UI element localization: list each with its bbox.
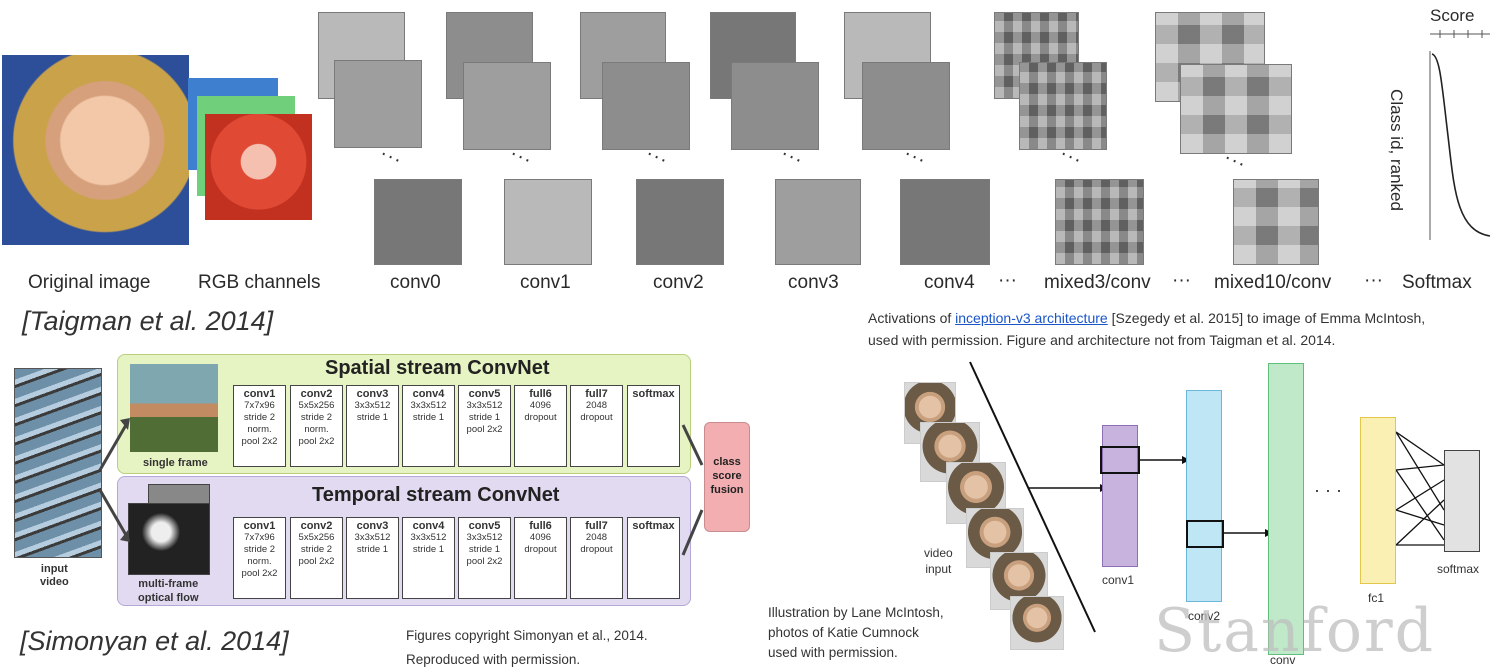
input-video-stack [14,368,102,558]
temporal-layer-softmax: softmax [627,517,680,599]
conv3-map-front [731,62,819,150]
softmax-block [1444,450,1480,552]
label-rgb-channels: RGB channels [198,272,321,293]
conv1-map-bottom [504,179,592,265]
single-frame-label: single frame [143,457,208,469]
video-frame-6 [1010,596,1064,650]
citation-taigman: [Taigman et al. 2014] [22,306,274,336]
mixed3-map-bottom [1055,179,1144,265]
conv4-map-bottom [900,179,990,265]
conv2-label: conv2 [1188,609,1221,623]
mixed10-map-front [1180,64,1292,154]
fc1-block [1360,417,1396,584]
single-frame-image [130,364,218,452]
caption-post: [Szegedy et al. 2015] to image of Emma M… [1107,310,1426,326]
label-sep-2: ··· [1172,270,1191,291]
conv0-map-front [334,60,422,148]
label-sep-3: ··· [1364,270,1383,291]
spatial-layer-softmax: softmax [627,385,680,467]
label-conv2: conv2 [653,272,704,293]
fc1-label: fc1 [1368,591,1385,605]
spatial-stream-title: Spatial stream ConvNet [325,357,550,379]
caption-pre: Activations of [868,310,956,326]
copyright-note: Figures copyright Simonyan et al., 2014.… [406,628,648,667]
inception-v3-link[interactable]: inception-v3 architecture [955,310,1108,326]
conv1-kernel [1100,446,1140,474]
label-conv1: conv1 [520,272,571,293]
original-image [2,55,189,245]
illustration-credit: Illustration by Lane McIntosh,photos of … [768,605,944,660]
conv3-block [1268,363,1304,655]
mixed10-map-bottom [1233,179,1319,265]
conv2-map-bottom [636,179,724,265]
label-conv3: conv3 [788,272,839,293]
conv2-kernel [1186,520,1224,548]
softmax-label: softmax [1437,562,1480,576]
conv3-label-partial: conv [1270,653,1296,667]
video-net-ellipsis: · · · [1314,480,1342,500]
label-mixed10: mixed10/conv [1214,272,1332,293]
conv2-block [1186,390,1222,602]
citation-simonyan: [Simonyan et al. 2014] [20,626,289,656]
score-ylabel: Class id, ranked [1386,89,1406,211]
two-stream-arrows [98,418,704,556]
label-original-image: Original image [28,272,151,293]
conv2-map-front [602,62,690,150]
optical-flow-front [128,503,210,575]
score-plot [1429,30,1491,240]
conv4-map-front [862,62,950,150]
conv1-block [1102,425,1138,567]
conv0-map-bottom [374,179,462,265]
temporal-stream-title: Temporal stream ConvNet [312,484,560,506]
label-mixed3: mixed3/conv [1044,272,1151,293]
conv3-map-bottom [775,179,861,265]
conv1-label: conv1 [1102,573,1135,587]
conv1-map-front [463,62,551,150]
label-sep-1: ··· [998,270,1017,291]
label-conv0: conv0 [390,272,441,293]
caption-activations: Activations of inception-v3 architecture… [868,307,1425,351]
mixed3-map-front [1019,62,1107,150]
label-conv4: conv4 [924,272,975,293]
rgb-channel-red [205,114,312,220]
stanford-watermark: Stanford [1154,596,1436,666]
caption-line2: used with permission. Figure and archite… [868,332,1336,348]
score-title: Score [1430,6,1475,25]
label-softmax: Softmax [1402,272,1472,293]
